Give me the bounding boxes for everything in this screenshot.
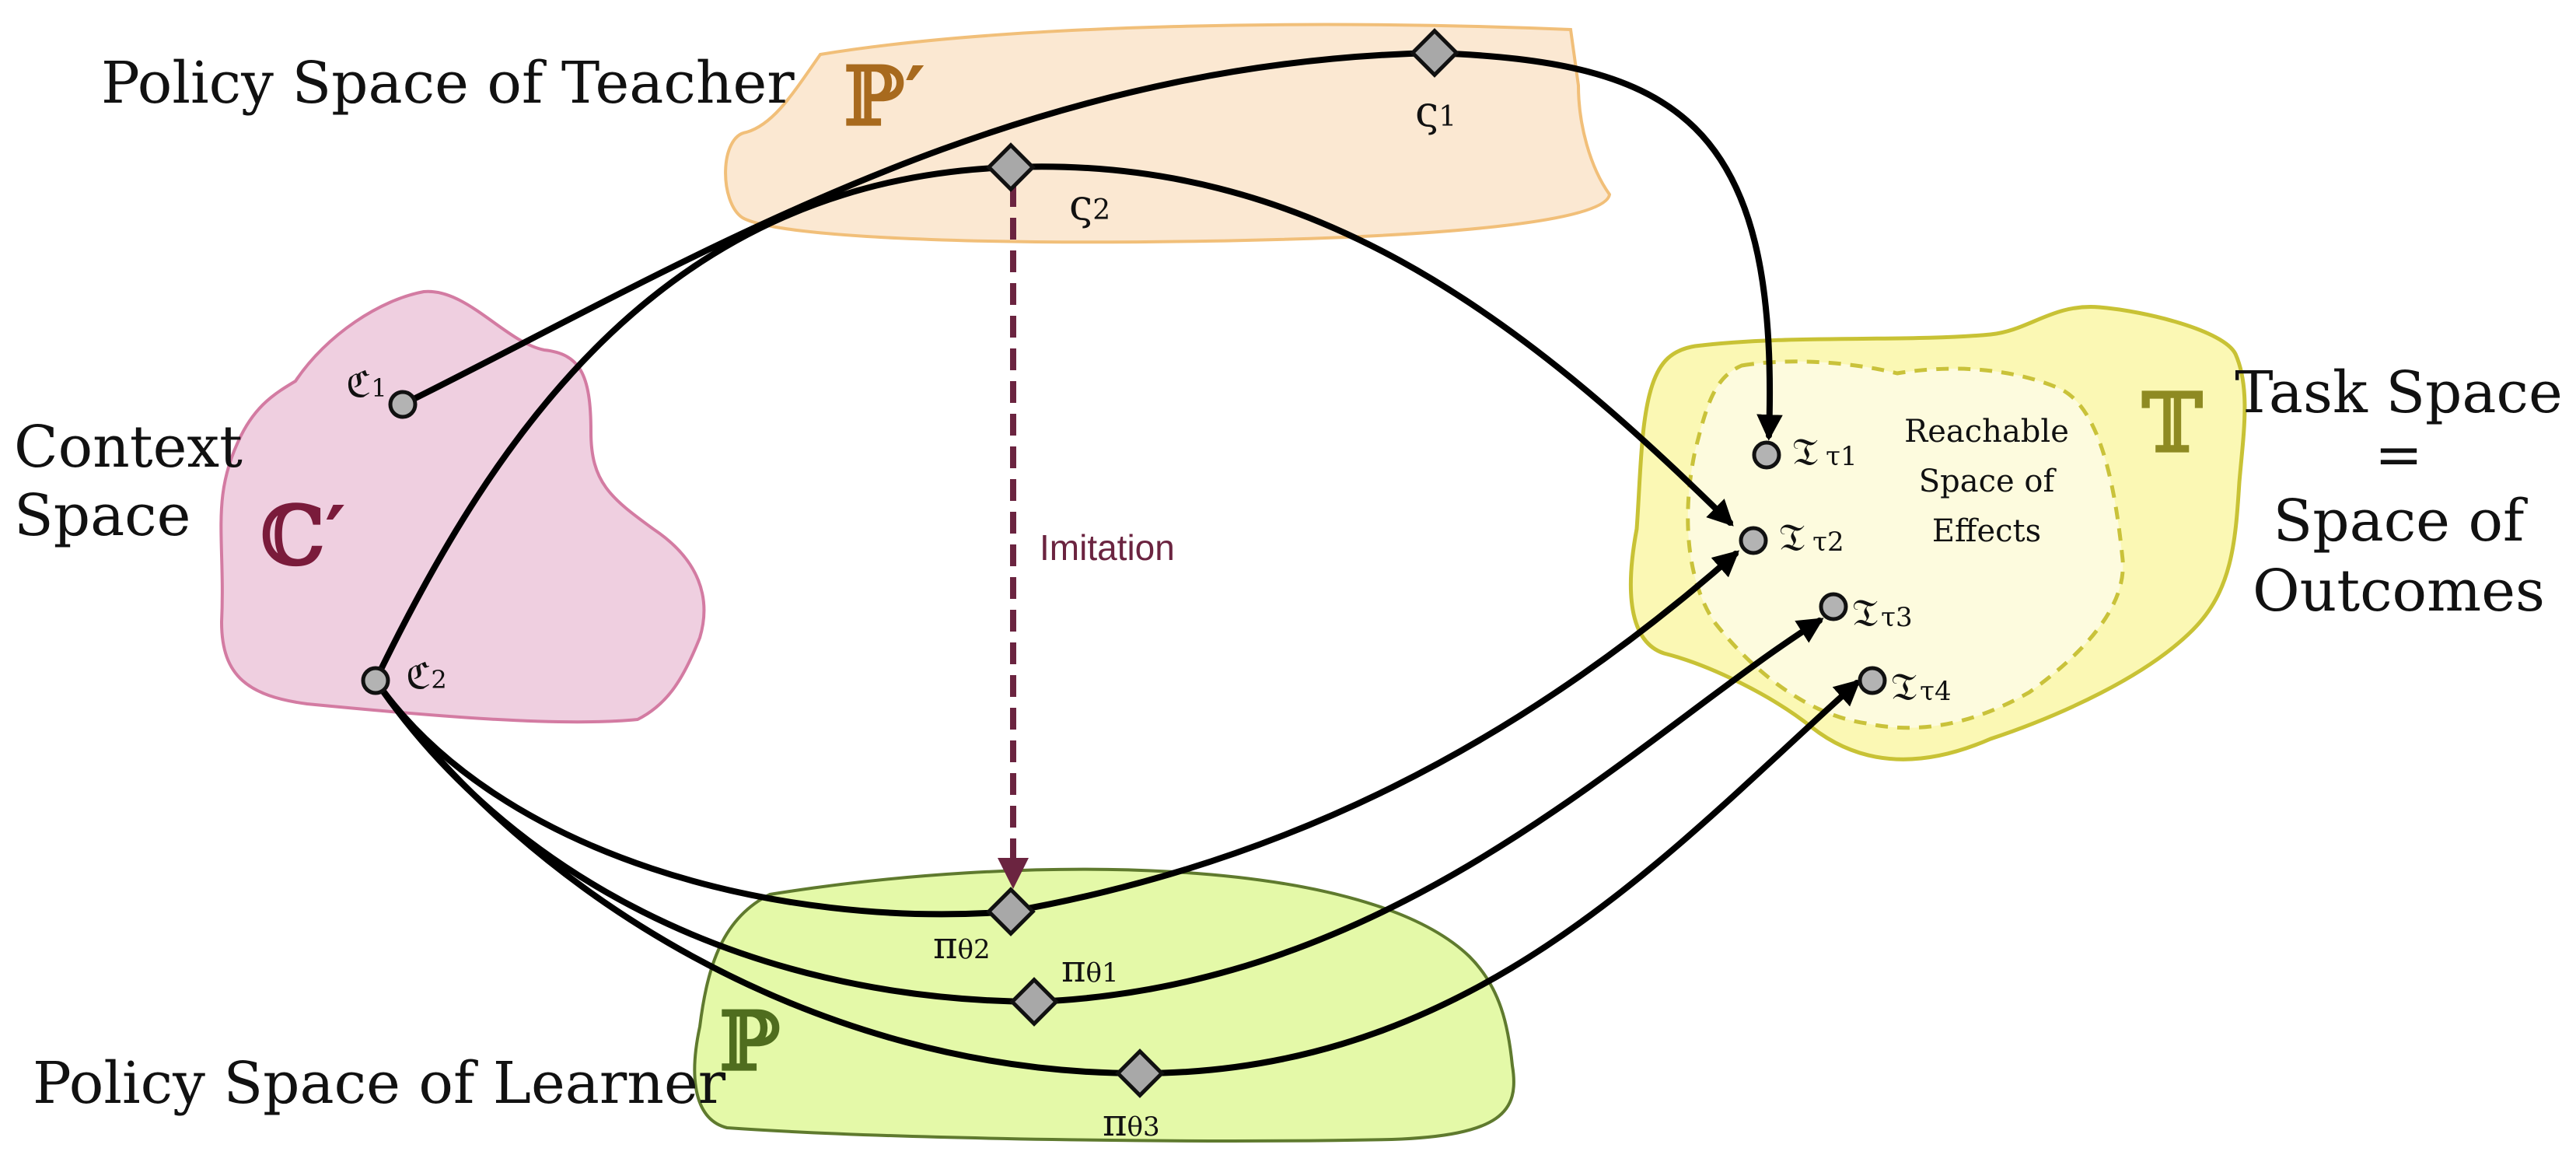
teacher-policy-region [724,23,1612,244]
edge-zeta2-to-t2 [1008,163,1734,527]
node-c2[interactable] [361,666,390,695]
edge-pi2-to-t2 [1008,550,1740,915]
context-space-label-line1: Context [14,414,243,481]
node-t4[interactable] [1858,666,1887,695]
context-space-label-line2: Space [14,482,190,549]
edge-c2-to-zeta2 [372,164,1014,684]
node-t1[interactable] [1752,440,1781,470]
node-pi1-label: πθ1 [1061,947,1119,991]
task-space-symbol: 𝕋 [2141,375,2203,471]
node-pi1[interactable] [1009,977,1059,1027]
context-space-symbol: ℂ′ [260,488,346,583]
node-pi3-label: πθ3 [1103,1101,1160,1145]
node-c1-label: ℭ1 [346,363,387,405]
edge-pi1-to-t3 [1031,618,1824,1005]
node-pi2-label: πθ2 [933,924,991,968]
edge-c2-to-pi2 [372,677,1014,918]
reachable-label-line3: Effects [1932,513,2041,549]
node-zeta1[interactable] [1410,28,1459,78]
node-c2-label: ℭ2 [406,655,447,697]
context-space-region [219,289,706,724]
node-t3[interactable] [1819,592,1848,621]
reachable-label-line1: Reachable [1904,414,2069,450]
learner-space-symbol: ℙ [719,993,780,1089]
reachable-label-line2: Space of [1919,464,2057,499]
learner-space-label: Policy Space of Learner [33,1050,726,1117]
node-zeta2[interactable] [986,142,1036,192]
task-space-label-line1: Task Space [2235,359,2563,426]
edge-c2-to-pi3 [372,677,1143,1076]
task-space-label-line3: Space of [2274,488,2528,555]
node-c1[interactable] [388,390,418,419]
node-pi3[interactable] [1115,1048,1165,1098]
node-zeta2-label: ς2 [1069,180,1110,229]
teacher-space-label: Policy Space of Teacher [101,50,795,117]
node-pi2[interactable] [986,887,1036,936]
learner-policy-region [693,867,1515,1143]
task-space-label-line4: Outcomes [2253,558,2545,625]
edge-zeta1-to-t1 [1431,50,1783,441]
teacher-space-symbol: ℙ′ [844,48,926,144]
node-t2[interactable] [1739,526,1768,555]
node-zeta1-label: ς1 [1415,87,1456,136]
imitation-label: Imitation [1040,527,1175,568]
edge-pi3-to-t4 [1137,679,1861,1076]
edge-c1-to-zeta1 [400,50,1438,408]
task-space-label-line2: = [2375,422,2423,488]
